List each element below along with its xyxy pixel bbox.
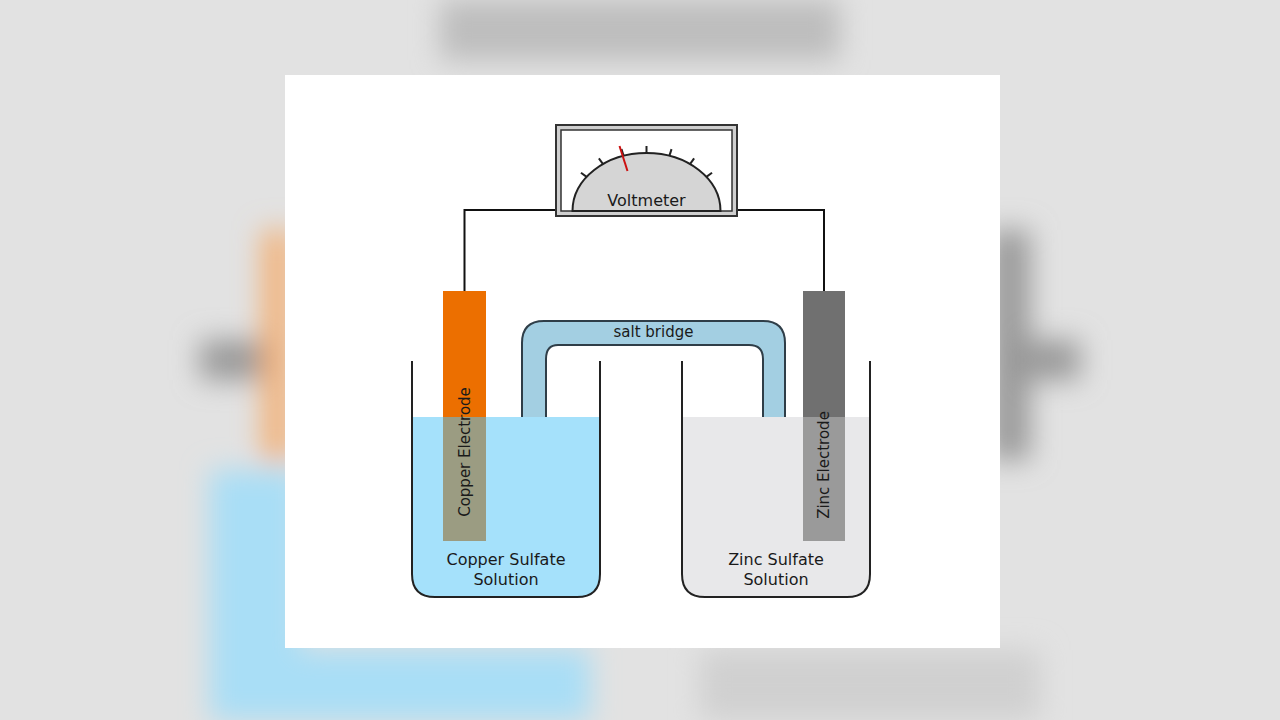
wire: [738, 210, 824, 291]
wire: [465, 210, 556, 291]
electrode: Zinc Electrode: [803, 291, 845, 541]
dial-tick: [581, 173, 587, 177]
meter-needle: [620, 146, 628, 171]
dial-tick: [669, 149, 671, 156]
voltmeter: Voltmeter: [555, 124, 738, 217]
solution-label: Copper Sulfate Solution: [431, 550, 581, 590]
dial-tick: [706, 173, 712, 177]
dial-tick: [690, 158, 694, 164]
dial-tick: [646, 146, 648, 153]
dial-tick: [599, 158, 603, 164]
solution-fill: [412, 417, 600, 597]
solution-label: Zinc Sulfate Solution: [701, 550, 851, 590]
meter-label: Voltmeter: [555, 191, 738, 211]
electrode-label: Zinc Electrode: [815, 411, 834, 519]
beaker-outline: [412, 361, 600, 597]
electrode: Copper Electrode: [443, 291, 486, 541]
beaker: Copper Sulfate Solution: [411, 361, 601, 598]
meter-frame: [556, 125, 737, 216]
bridge-label: salt bridge: [522, 323, 785, 342]
electrode-label: Copper Electrode: [455, 387, 474, 517]
